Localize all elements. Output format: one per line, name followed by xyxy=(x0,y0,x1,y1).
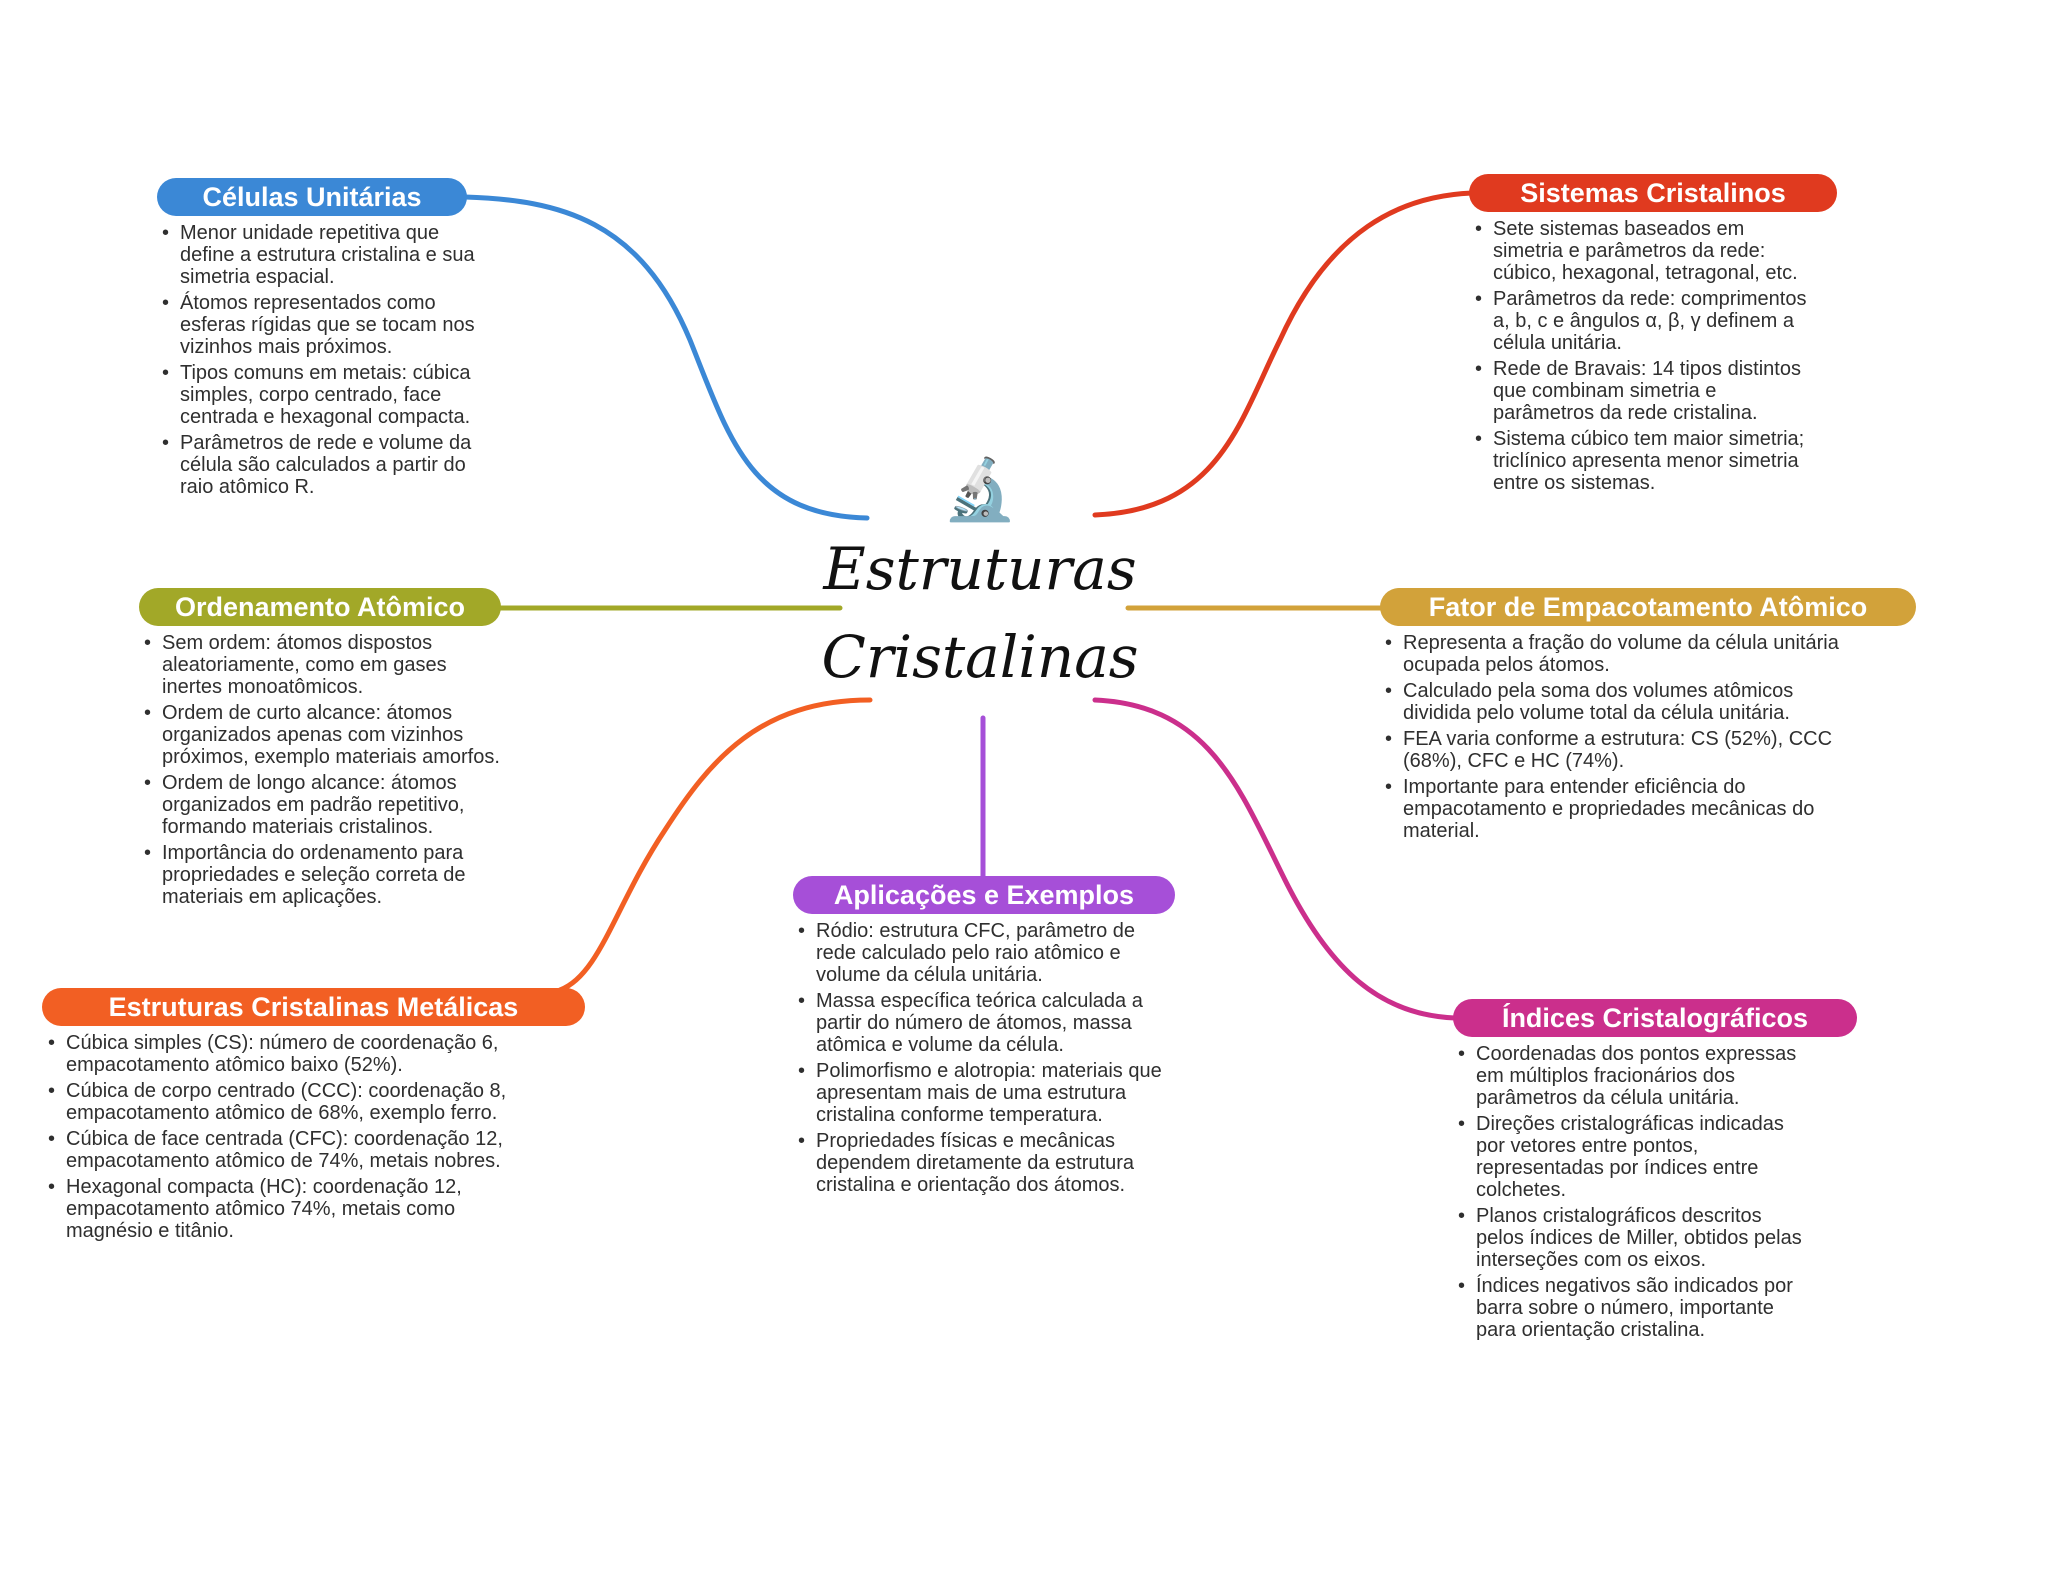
branch-title-celulas-unitarias: Células Unitárias xyxy=(157,178,467,216)
list-item: Hexagonal compacta (HC): coordenação 12,… xyxy=(48,1176,538,1242)
list-item: Menor unidade repetitiva que define a es… xyxy=(162,222,482,288)
list-item: Parâmetros da rede: comprimentos a, b, c… xyxy=(1475,288,1815,354)
connector-indices xyxy=(1092,697,1458,1021)
connector-metalicas xyxy=(557,697,873,993)
branch-notes-fator-empacotamento: Representa a fração do volume da célula … xyxy=(1385,632,1865,846)
list-item: Parâmetros de rede e volume da célula sã… xyxy=(162,432,482,498)
branch-title-aplicacoes-exemplos: Aplicações e Exemplos xyxy=(793,876,1175,914)
list-item: Planos cristalográficos descritos pelos … xyxy=(1458,1205,1803,1271)
list-item: Calculado pela soma dos volumes atômicos… xyxy=(1385,680,1865,724)
list-item: Ródio: estrutura CFC, parâmetro de rede … xyxy=(798,920,1173,986)
branch-notes-ordenamento-atomico: Sem ordem: átomos dispostos aleatoriamen… xyxy=(144,632,509,912)
list-item: Coordenadas dos pontos expressas em múlt… xyxy=(1458,1043,1803,1109)
list-item: Índices negativos são indicados por barr… xyxy=(1458,1275,1803,1341)
list-item: Átomos representados como esferas rígida… xyxy=(162,292,482,358)
branch-notes-indices-cristalograficos: Coordenadas dos pontos expressas em múlt… xyxy=(1458,1043,1803,1345)
list-item: Cúbica de corpo centrado (CCC): coordena… xyxy=(48,1080,538,1124)
list-item: Propriedades físicas e mecânicas depende… xyxy=(798,1130,1173,1196)
central-topic: 🔬 Estruturas Cristalinas xyxy=(820,455,1140,701)
list-item: Massa específica teórica calculada a par… xyxy=(798,990,1173,1056)
microscope-icon: 🔬 xyxy=(942,456,1018,523)
connector-celulas xyxy=(462,194,870,521)
branch-title-sistemas-cristalinos: Sistemas Cristalinos xyxy=(1469,174,1837,212)
list-item: Sete sistemas baseados em simetria e par… xyxy=(1475,218,1815,284)
list-item: Direções cristalográficas indicadas por … xyxy=(1458,1113,1803,1201)
list-item: Importância do ordenamento para propried… xyxy=(144,842,509,908)
branch-notes-aplicacoes-exemplos: Ródio: estrutura CFC, parâmetro de rede … xyxy=(798,920,1173,1200)
list-item: Tipos comuns em metais: cúbica simples, … xyxy=(162,362,482,428)
branch-title-indices-cristalograficos: Índices Cristalográficos xyxy=(1453,999,1857,1037)
list-item: Cúbica de face centrada (CFC): coordenaç… xyxy=(48,1128,538,1172)
central-title: Estruturas Cristalinas xyxy=(821,535,1139,691)
branch-title-fator-empacotamento: Fator de Empacotamento Atômico xyxy=(1380,588,1916,626)
branch-notes-celulas-unitarias: Menor unidade repetitiva que define a es… xyxy=(162,222,482,502)
branch-notes-sistemas-cristalinos: Sete sistemas baseados em simetria e par… xyxy=(1475,218,1815,498)
list-item: Ordem de longo alcance: átomos organizad… xyxy=(144,772,509,838)
connector-sistemas xyxy=(1092,190,1475,518)
list-item: FEA varia conforme a estrutura: CS (52%)… xyxy=(1385,728,1865,772)
list-item: Representa a fração do volume da célula … xyxy=(1385,632,1865,676)
branch-title-ordenamento-atomico: Ordenamento Atômico xyxy=(139,588,501,626)
branch-title-estruturas-metalicas: Estruturas Cristalinas Metálicas xyxy=(42,988,585,1026)
list-item: Importante para entender eficiência do e… xyxy=(1385,776,1865,842)
branch-notes-estruturas-metalicas: Cúbica simples (CS): número de coordenaç… xyxy=(48,1032,538,1246)
list-item: Sistema cúbico tem maior simetria; tricl… xyxy=(1475,428,1815,494)
list-item: Rede de Bravais: 14 tipos distintos que … xyxy=(1475,358,1815,424)
list-item: Polimorfismo e alotropia: materiais que … xyxy=(798,1060,1173,1126)
list-item: Ordem de curto alcance: átomos organizad… xyxy=(144,702,509,768)
list-item: Cúbica simples (CS): número de coordenaç… xyxy=(48,1032,538,1076)
list-item: Sem ordem: átomos dispostos aleatoriamen… xyxy=(144,632,509,698)
